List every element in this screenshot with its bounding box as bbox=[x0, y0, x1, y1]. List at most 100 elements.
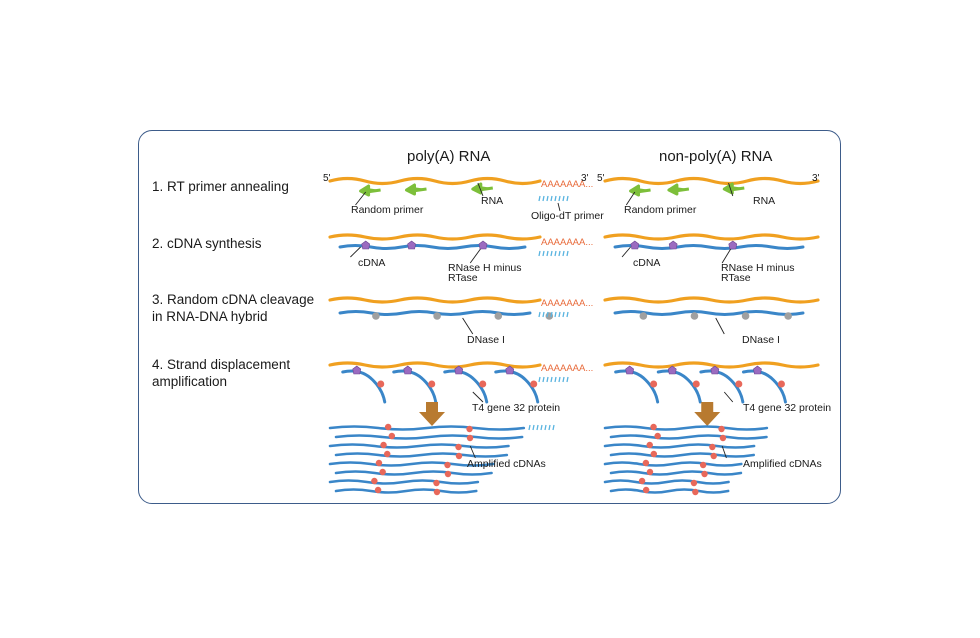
label-dnase-left: DNase I bbox=[467, 335, 505, 346]
step-2-label: 2. cDNA synthesis bbox=[152, 235, 327, 252]
amplified-protein-dot-right-0b bbox=[718, 426, 724, 432]
oligo-dt-step3 bbox=[539, 312, 568, 317]
polymerase-step4-left-1 bbox=[404, 366, 412, 374]
label-dnase-right: DNase I bbox=[742, 335, 780, 346]
amplified-cdna-strand-left-7 bbox=[336, 490, 476, 493]
t4-protein-dot-right-0 bbox=[650, 381, 657, 388]
amplified-cdna-strand-right-0 bbox=[605, 427, 767, 430]
down-arrow-left bbox=[419, 402, 445, 426]
amplified-protein-dot-left-7a bbox=[375, 487, 381, 493]
t4-protein-dot-left-3 bbox=[530, 381, 537, 388]
random-primer-arrow-right-1 bbox=[669, 185, 689, 194]
amplified-protein-dot-left-6b bbox=[433, 480, 439, 486]
rna-strand-step2-right bbox=[605, 235, 818, 239]
rnase-enzyme-right-1 bbox=[669, 241, 677, 249]
amplified-protein-dot-right-7a bbox=[643, 487, 649, 493]
amplified-protein-dot-right-1b bbox=[720, 435, 726, 441]
polymerase-step4-left-0 bbox=[353, 366, 361, 374]
label-cdna-left: cDNA bbox=[358, 258, 385, 269]
amplified-cdna-strand-left-0 bbox=[330, 427, 524, 430]
amplified-protein-dot-left-4b bbox=[444, 462, 450, 468]
amplified-protein-dot-right-4a bbox=[643, 460, 649, 466]
amplified-cdna-strand-right-2 bbox=[605, 445, 754, 448]
amplified-protein-dot-right-6a bbox=[639, 478, 645, 484]
rna-strand-step1-left bbox=[330, 179, 540, 184]
down-arrow-right bbox=[694, 402, 720, 426]
amplified-protein-dot-left-1b bbox=[467, 435, 473, 441]
amplified-protein-dot-left-0b bbox=[466, 426, 472, 432]
rna-strand-step3-right bbox=[605, 298, 818, 302]
polymerase-step4-right-0 bbox=[626, 366, 634, 374]
three-prime-label-left: 3' bbox=[581, 173, 588, 184]
oligo-dt-primer bbox=[539, 196, 568, 201]
five-prime-label-left: 5' bbox=[323, 173, 330, 184]
dnase-enzyme-right-0 bbox=[640, 312, 648, 320]
amplified-cdna-strand-right-5 bbox=[611, 472, 741, 475]
label-random-primer-right: Random primer bbox=[624, 205, 696, 216]
leader-dnase-left bbox=[463, 318, 473, 334]
amplified-cdna-strand-left-1 bbox=[336, 436, 522, 439]
dnase-enzyme-left-2 bbox=[495, 312, 503, 320]
five-prime-label-right: 5' bbox=[597, 173, 604, 184]
dnase-enzyme-right-1 bbox=[691, 312, 699, 320]
label-cdna-right: cDNA bbox=[633, 258, 660, 269]
amplified-cdna-strand-left-6 bbox=[330, 481, 478, 484]
amplified-protein-dot-left-3a bbox=[384, 451, 390, 457]
amplified-protein-dot-right-0a bbox=[650, 424, 656, 430]
step-3-label: 3. Random cDNA cleavage in RNA-DNA hybri… bbox=[152, 291, 327, 325]
amplified-protein-dot-left-6a bbox=[371, 478, 377, 484]
amplified-cdna-strand-left-5 bbox=[336, 472, 492, 475]
rnase-enzyme-right-2 bbox=[729, 241, 737, 249]
label-t4-protein-right: T4 gene 32 protein bbox=[743, 403, 831, 414]
amplified-protein-dot-right-3b bbox=[711, 453, 717, 459]
polya-tail-step4: AAAAAAA... bbox=[541, 363, 593, 374]
t4-protein-dot-left-1 bbox=[428, 381, 435, 388]
rna-strand-step4-right bbox=[605, 363, 818, 367]
dnase-enzyme-left-1 bbox=[433, 312, 441, 320]
t4-protein-dot-right-3 bbox=[778, 381, 785, 388]
label-rtase-left: RTase bbox=[448, 273, 478, 284]
amplified-protein-dot-right-5b bbox=[701, 471, 707, 477]
oligo-dt-amplified bbox=[529, 425, 554, 430]
random-primer-arrow-right-2 bbox=[724, 184, 744, 193]
leader-rnase-left bbox=[470, 249, 480, 263]
rna-strand-step2-left bbox=[330, 235, 540, 239]
rna-strand-step3-left bbox=[330, 298, 540, 302]
rna-strand-step1-right bbox=[605, 179, 818, 184]
amplified-protein-dot-right-4b bbox=[700, 462, 706, 468]
leader-t4-right bbox=[724, 392, 733, 402]
amplified-protein-dot-left-4a bbox=[376, 460, 382, 466]
rna-strand-step4-left bbox=[330, 363, 540, 367]
column-title-polya: poly(A) RNA bbox=[407, 148, 490, 165]
leader-rnase-right bbox=[722, 249, 731, 263]
amplified-protein-dot-right-7b bbox=[692, 489, 698, 495]
leader-dnase-right bbox=[716, 318, 725, 334]
amplified-protein-dot-left-5b bbox=[445, 471, 451, 477]
step-4-label: 4. Strand displacement amplification bbox=[152, 356, 322, 390]
label-rtase-right: RTase bbox=[721, 273, 751, 284]
label-random-primer-left: Random primer bbox=[351, 205, 423, 216]
leader-t4-left bbox=[473, 392, 483, 402]
rnase-enzyme-left-0 bbox=[362, 241, 370, 249]
label-rna-left: RNA bbox=[481, 196, 503, 207]
oligo-dt-step2 bbox=[539, 251, 568, 256]
polya-tail-step3: AAAAAAA... bbox=[541, 298, 593, 309]
amplified-protein-dot-left-2b bbox=[455, 444, 461, 450]
dnase-enzyme-left-0 bbox=[372, 312, 380, 320]
amplified-protein-dot-right-6b bbox=[691, 480, 697, 486]
amplified-protein-dot-right-1a bbox=[654, 433, 660, 439]
amplified-protein-dot-left-7b bbox=[434, 489, 440, 495]
label-amplified-right: Amplified cDNAs bbox=[743, 459, 822, 470]
amplified-protein-dot-right-3a bbox=[651, 451, 657, 457]
cdna-strand-step2-right bbox=[615, 246, 803, 249]
label-t4-protein-left: T4 gene 32 protein bbox=[472, 403, 560, 414]
rnase-enzyme-left-2 bbox=[479, 241, 487, 249]
random-primer-arrow-left-1 bbox=[407, 185, 427, 194]
amplified-protein-dot-left-5a bbox=[379, 469, 385, 475]
amplified-protein-dot-right-2a bbox=[647, 442, 653, 448]
random-primer-arrow-left-2 bbox=[473, 184, 493, 193]
dnase-enzyme-right-3 bbox=[784, 312, 792, 320]
amplified-protein-dot-left-0a bbox=[385, 424, 391, 430]
polya-tail-step2: AAAAAAA... bbox=[541, 237, 593, 248]
amplified-protein-dot-left-2a bbox=[380, 442, 386, 448]
